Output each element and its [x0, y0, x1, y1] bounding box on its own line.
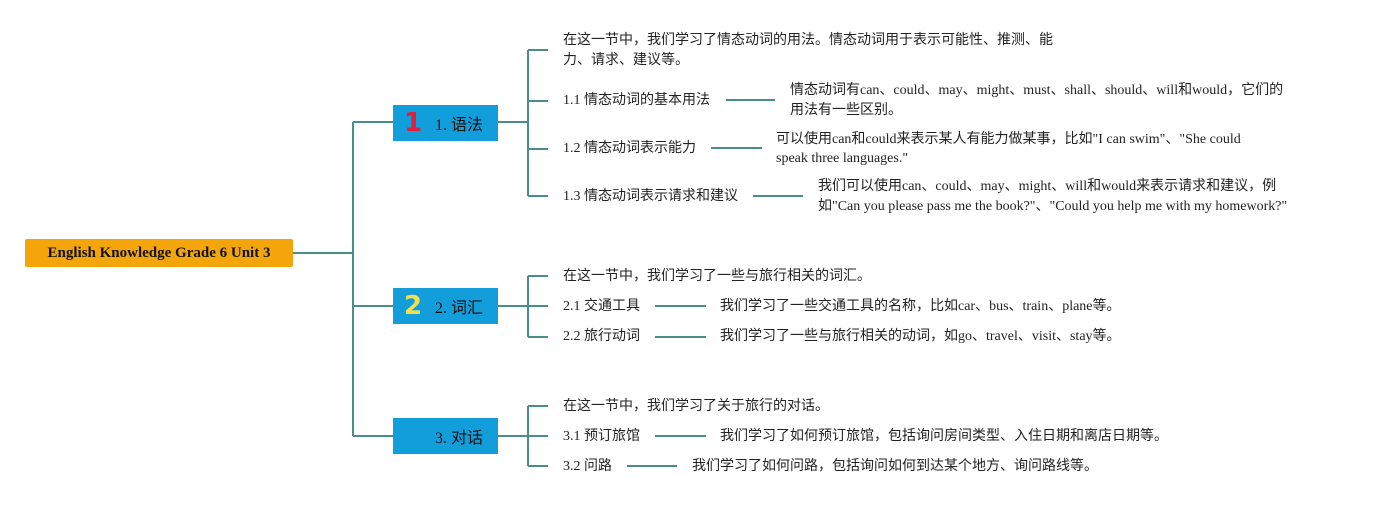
vocabulary-intro: 在这一节中，我们学习了一些与旅行相关的词汇。	[563, 269, 871, 284]
branch-vocabulary-label: 2. 词汇	[435, 300, 484, 317]
branch-vocabulary[interactable]: 2 2. 词汇	[393, 288, 498, 324]
grammar-sub-2-label: 1.2 情态动词表示能力	[563, 141, 696, 156]
grammar-sub-1-label: 1.1 情态动词的基本用法	[563, 93, 710, 108]
vocabulary-sub-1-label: 2.1 交通工具	[563, 299, 640, 314]
branch-dialogue[interactable]: 3. 对话	[393, 418, 498, 454]
number-two-icon: 2	[403, 291, 423, 321]
vocabulary-sub-2-detail: 我们学习了一些与旅行相关的动词，如go、travel、visit、stay等。	[720, 329, 1121, 344]
dialogue-intro: 在这一节中，我们学习了关于旅行的对话。	[563, 399, 829, 414]
branch-dialogue-label: 3. 对话	[435, 430, 484, 447]
dialogue-sub-1-detail: 我们学习了如何预订旅馆，包括询问房间类型、入住日期和离店日期等。	[720, 429, 1168, 444]
dialogue-sub-2-detail: 我们学习了如何问路，包括询问如何到达某个地方、询问路线等。	[692, 459, 1098, 474]
vocabulary-sub-1-detail: 我们学习了一些交通工具的名称，比如car、bus、train、plane等。	[720, 299, 1121, 314]
grammar-sub-3-label: 1.3 情态动词表示请求和建议	[563, 189, 738, 204]
root-topic-label: English Knowledge Grade 6 Unit 3	[47, 244, 271, 261]
branch-grammar[interactable]: 1 1. 语法	[393, 105, 498, 141]
grammar-sub-2-detail: 可以使用can和could来表示某人有能力做某事，比如"I can swim"、…	[776, 132, 1241, 166]
number-one-icon: 1	[403, 108, 423, 138]
grammar-sub-3-detail: 我们可以使用can、could、may、might、will和would来表示请…	[818, 179, 1288, 214]
dialogue-sub-1-label: 3.1 预订旅馆	[563, 429, 640, 444]
branch-grammar-label: 1. 语法	[435, 117, 484, 134]
dialogue-sub-2-label: 3.2 问路	[563, 459, 612, 474]
grammar-intro: 在这一节中，我们学习了情态动词的用法。情态动词用于表示可能性、推测、能力、请求、…	[563, 33, 1053, 68]
grammar-sub-1-detail: 情态动词有can、could、may、might、must、shall、shou…	[790, 83, 1284, 118]
vocabulary-sub-2-label: 2.2 旅行动词	[563, 329, 640, 344]
root-topic[interactable]: English Knowledge Grade 6 Unit 3	[25, 239, 293, 267]
